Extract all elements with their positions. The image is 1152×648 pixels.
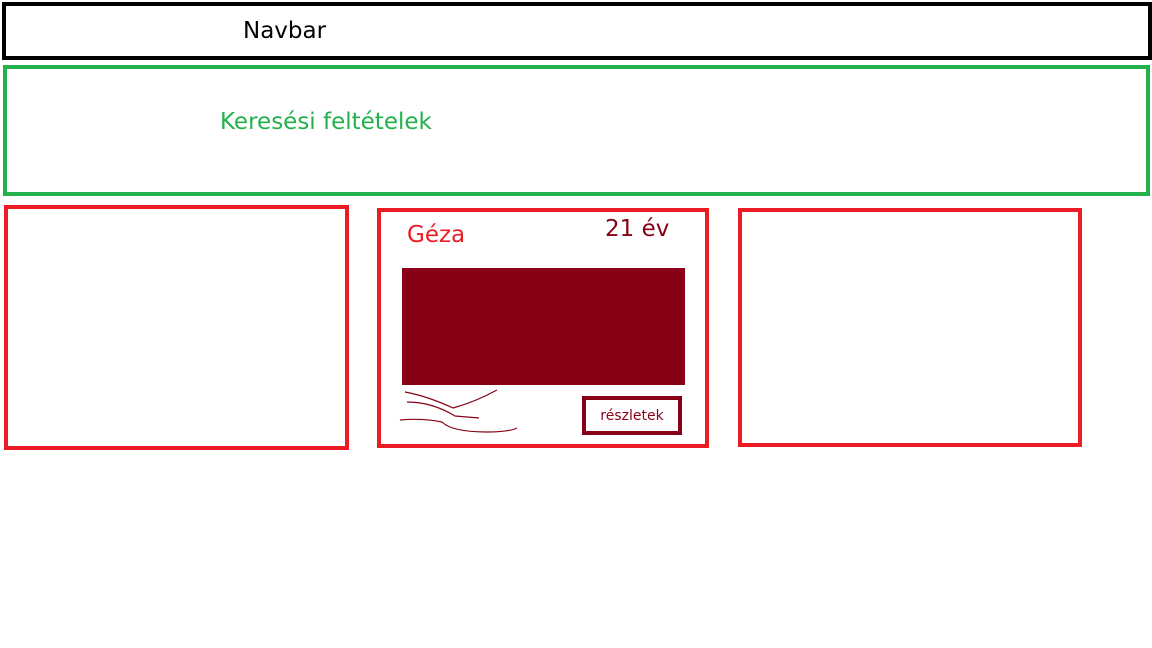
profile-card: Géza 21 év részletek (377, 208, 709, 448)
search-criteria-panel: Keresési feltételek (3, 65, 1150, 196)
profile-age: 21 év (605, 216, 670, 242)
navbar-label: Navbar (243, 18, 327, 44)
profile-card-empty-right (738, 208, 1082, 447)
navbar: Navbar (2, 2, 1152, 60)
details-button[interactable]: részletek (582, 396, 682, 435)
search-criteria-label: Keresési feltételek (220, 109, 432, 135)
profile-name: Géza (407, 222, 466, 248)
description-scribble-icon (399, 389, 518, 433)
profile-card-empty-left (4, 205, 349, 450)
profile-photo (402, 268, 685, 385)
